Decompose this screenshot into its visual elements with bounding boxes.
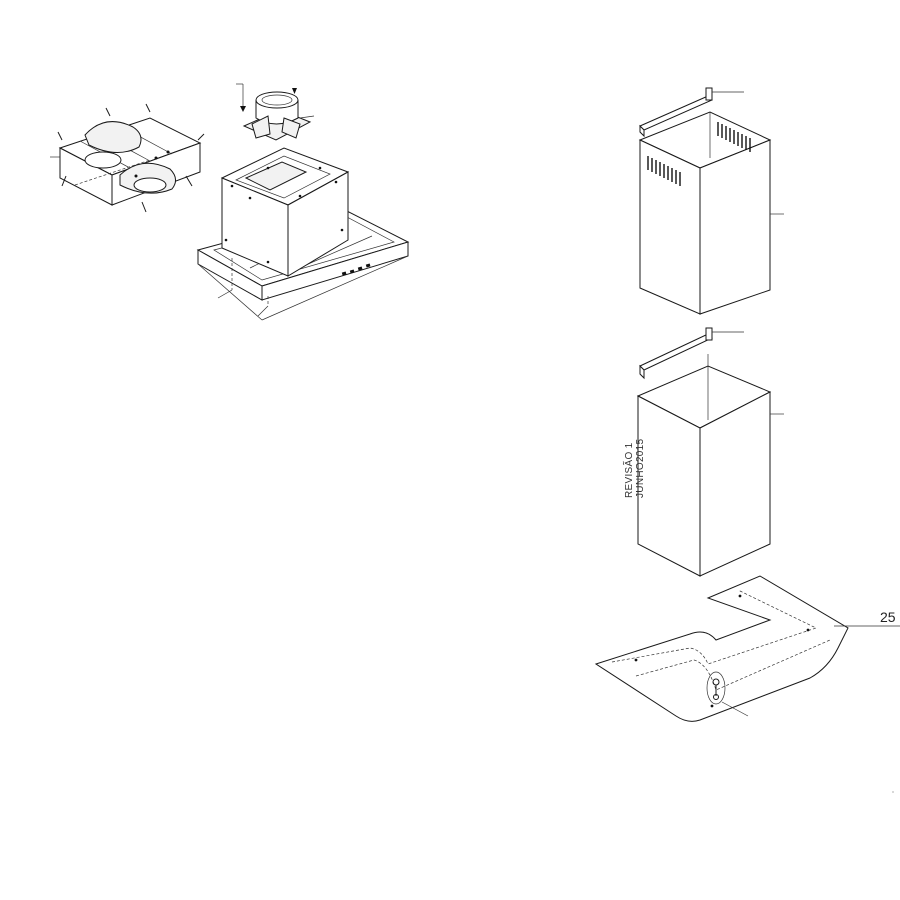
revision-line-1: REVISÃO 1 [622,442,635,498]
upper-vent-slots [647,122,751,186]
duct-flange [236,83,315,141]
revision-stamp: REVISÃO 1 JUNHO2015 [622,438,646,498]
stray-mark [892,791,894,793]
callout-label-25: 25 [880,609,896,625]
revision-line-2: JUNHO2015 [635,438,646,498]
blower-filter-assembly [50,103,205,213]
upper-chimney [638,87,784,315]
cover-plate [594,575,900,722]
hood-body [196,147,410,321]
lower-chimney [636,327,784,577]
